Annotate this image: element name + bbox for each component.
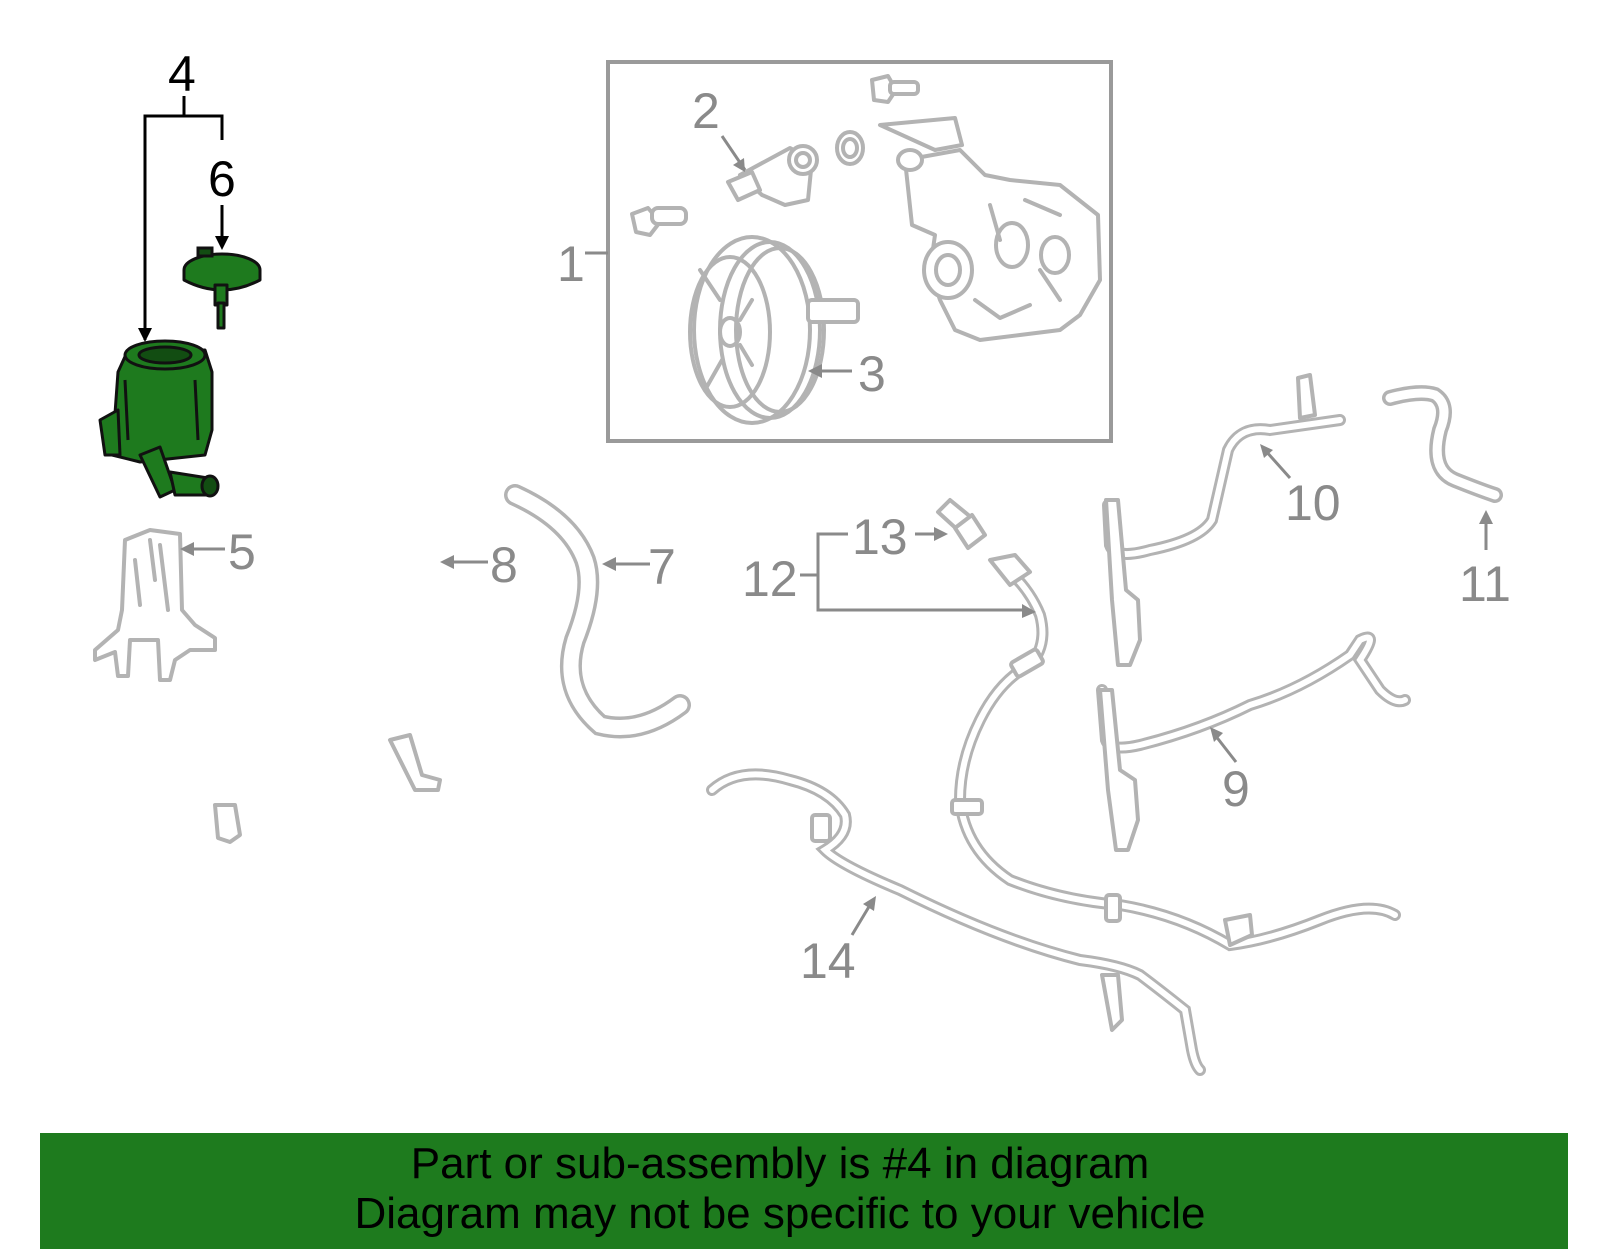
callout-9: 9 — [1222, 761, 1250, 817]
banner-line-2: Diagram may not be specific to your vehi… — [354, 1189, 1206, 1238]
leader-10 — [1263, 449, 1292, 479]
leader-11-arrow — [1479, 510, 1493, 524]
leader-7-arrow — [602, 557, 616, 571]
o-ring[interactable] — [835, 130, 865, 166]
callout-8: 8 — [490, 537, 518, 593]
leader-4-bracket — [143, 114, 224, 340]
callout-7: 7 — [648, 539, 676, 595]
callout-4: 4 — [168, 46, 196, 102]
reservoir-tank-part-4[interactable] — [98, 339, 220, 499]
return-hose-part-8[interactable] — [121, 477, 442, 859]
callout-1: 1 — [557, 236, 585, 292]
leader-13-arrow — [934, 527, 948, 541]
leader-14-arrow — [863, 896, 876, 911]
callout-5: 5 — [228, 524, 256, 580]
power-steering-pump[interactable] — [878, 116, 1102, 342]
bolt-left[interactable] — [630, 206, 688, 237]
callout-3: 3 — [858, 346, 886, 402]
callout-2: 2 — [692, 83, 720, 139]
leader-6-arrow — [215, 236, 229, 250]
pulley-part-3[interactable] — [688, 235, 860, 425]
leader-10-arrow — [1260, 444, 1273, 458]
hose-part-7[interactable] — [504, 484, 691, 739]
pipe-part-14[interactable] — [706, 768, 1206, 1076]
callout-13: 13 — [852, 509, 908, 565]
leader-2-arrow — [733, 158, 745, 172]
o-ring-inner — [841, 137, 859, 159]
pressure-hose-part-12[interactable] — [950, 553, 1401, 952]
leader-8-arrow — [440, 555, 454, 569]
leader-4-arrow — [138, 328, 152, 342]
banner-line-1: Part or sub-assembly is #4 in diagram — [410, 1139, 1150, 1188]
callout-11: 11 — [1459, 556, 1511, 612]
callout-12: 12 — [742, 551, 798, 607]
reservoir-bracket-part-5[interactable] — [93, 528, 217, 682]
bolt-top[interactable] — [870, 74, 920, 104]
callout-10: 10 — [1285, 475, 1341, 531]
leader-9-arrow — [1210, 727, 1223, 742]
pipe-part-10[interactable] — [1102, 373, 1346, 667]
leader-3-arrow — [808, 364, 822, 378]
hose-part-11[interactable] — [1382, 385, 1503, 503]
callout-14: 14 — [800, 933, 856, 989]
leader-9 — [1213, 734, 1238, 763]
leader-12-bracket — [816, 532, 1028, 612]
leader-12-arrow — [1022, 604, 1036, 618]
callout-6: 6 — [208, 151, 236, 207]
leader-14 — [850, 904, 872, 936]
leader-5-arrow — [180, 542, 194, 556]
pump-fitting-part-2[interactable] — [726, 144, 819, 207]
pipe-part-9[interactable] — [1096, 631, 1411, 852]
info-banner: Part or sub-assembly is #4 in diagram Di… — [40, 1133, 1568, 1249]
pressure-sensor-part-13[interactable] — [936, 498, 987, 550]
reservoir-cap-part-6[interactable] — [182, 246, 262, 330]
